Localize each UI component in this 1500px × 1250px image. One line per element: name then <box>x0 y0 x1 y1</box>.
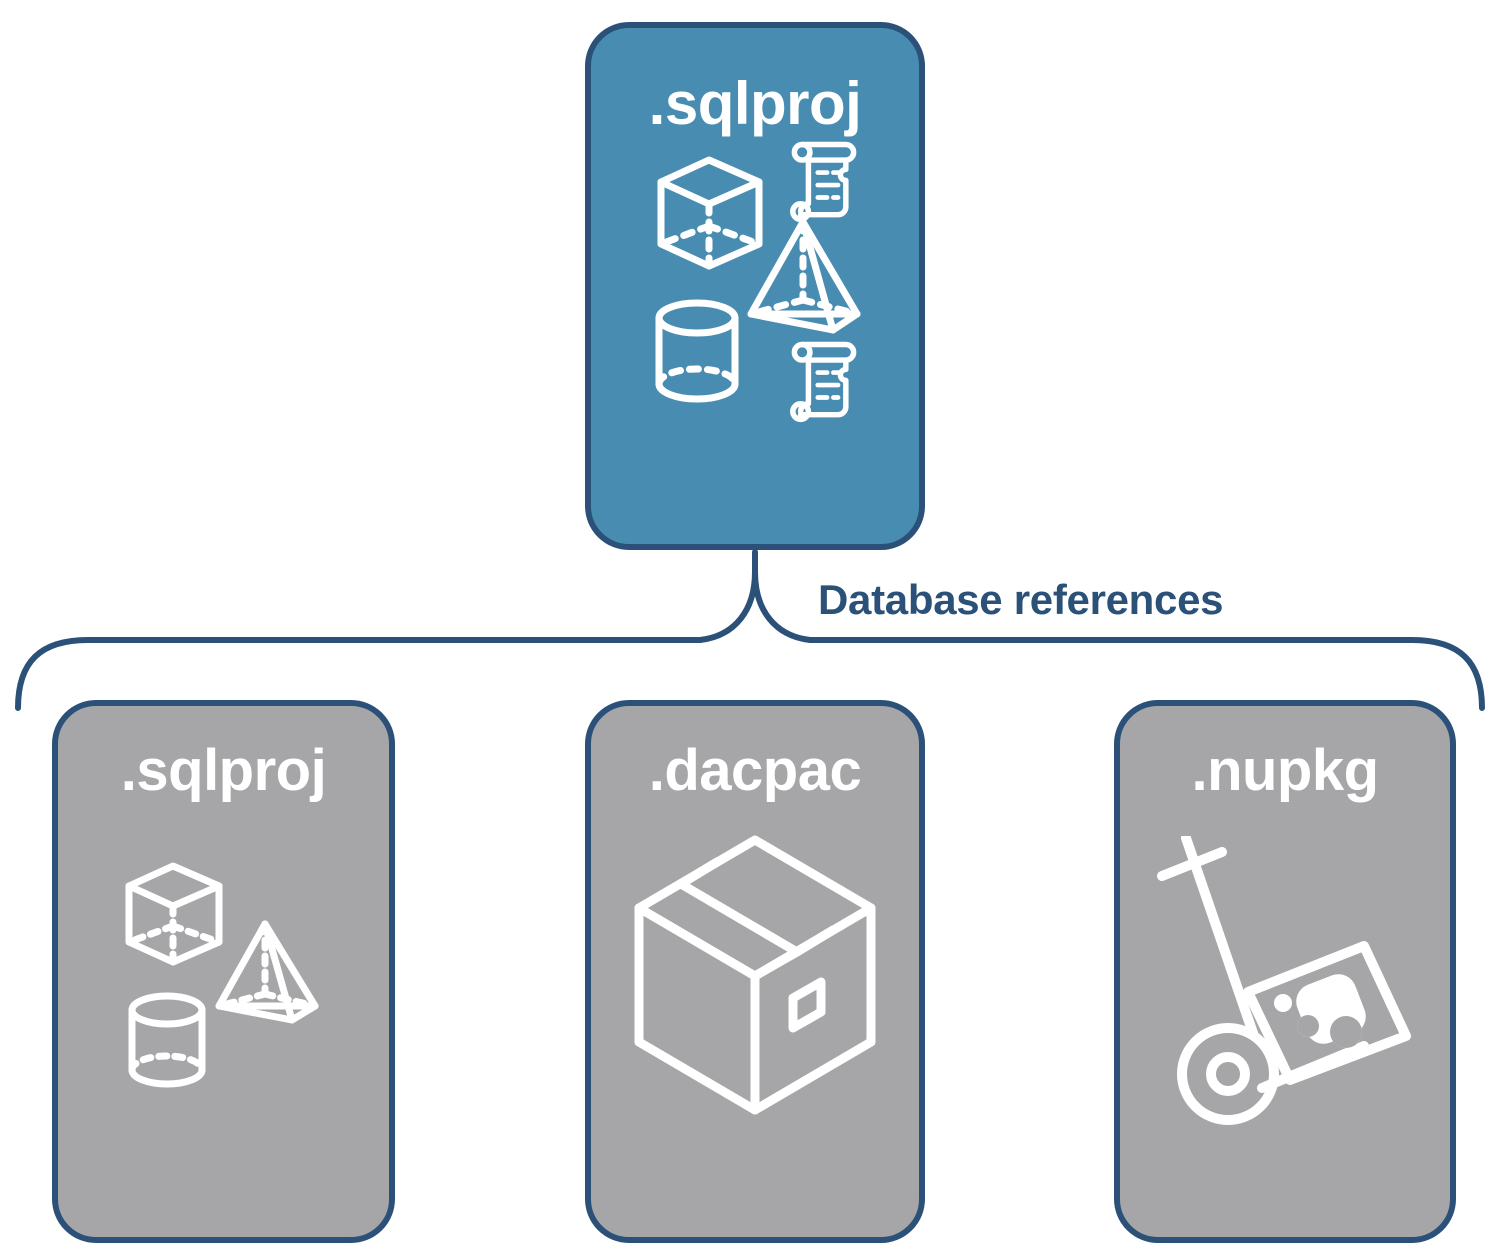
brace-label-database-references: Database references <box>818 576 1224 623</box>
pyramid-icon <box>747 218 861 334</box>
cylinder-icon <box>128 992 205 1088</box>
sqlproj-child-icon-group <box>125 862 318 1088</box>
hand-truck-icon <box>1157 836 1369 1125</box>
nuget-package-icon <box>1243 941 1411 1085</box>
parent-icon-group <box>655 141 861 423</box>
card-sqlproj-child[interactable]: .sqlproj <box>52 700 395 1243</box>
shipping-box-icon <box>634 835 876 1115</box>
card-art-dacpac <box>591 800 919 1237</box>
card-title-dacpac: .dacpac <box>648 738 862 803</box>
card-title-sqlproj-child: .sqlproj <box>120 738 327 803</box>
cube-icon <box>125 862 222 966</box>
database-references-brace <box>15 549 1485 711</box>
cylinder-icon <box>655 299 739 403</box>
scroll-icon <box>790 141 857 223</box>
card-nupkg[interactable]: .nupkg <box>1114 700 1456 1243</box>
cube-icon <box>657 156 763 270</box>
nupkg-icon-group <box>1157 836 1411 1125</box>
scroll-icon <box>790 341 857 423</box>
card-title-sqlproj-parent: .sqlproj <box>648 70 862 137</box>
card-title-nupkg: .nupkg <box>1191 738 1379 803</box>
dacpac-icon-group <box>634 835 876 1115</box>
card-art-sqlproj-child <box>58 800 389 1237</box>
card-sqlproj-parent[interactable]: .sqlproj <box>585 22 925 550</box>
pyramid-icon <box>215 920 318 1024</box>
card-dacpac[interactable]: .dacpac <box>585 700 925 1243</box>
card-art-nupkg <box>1120 800 1450 1237</box>
card-art-parent <box>591 134 919 544</box>
